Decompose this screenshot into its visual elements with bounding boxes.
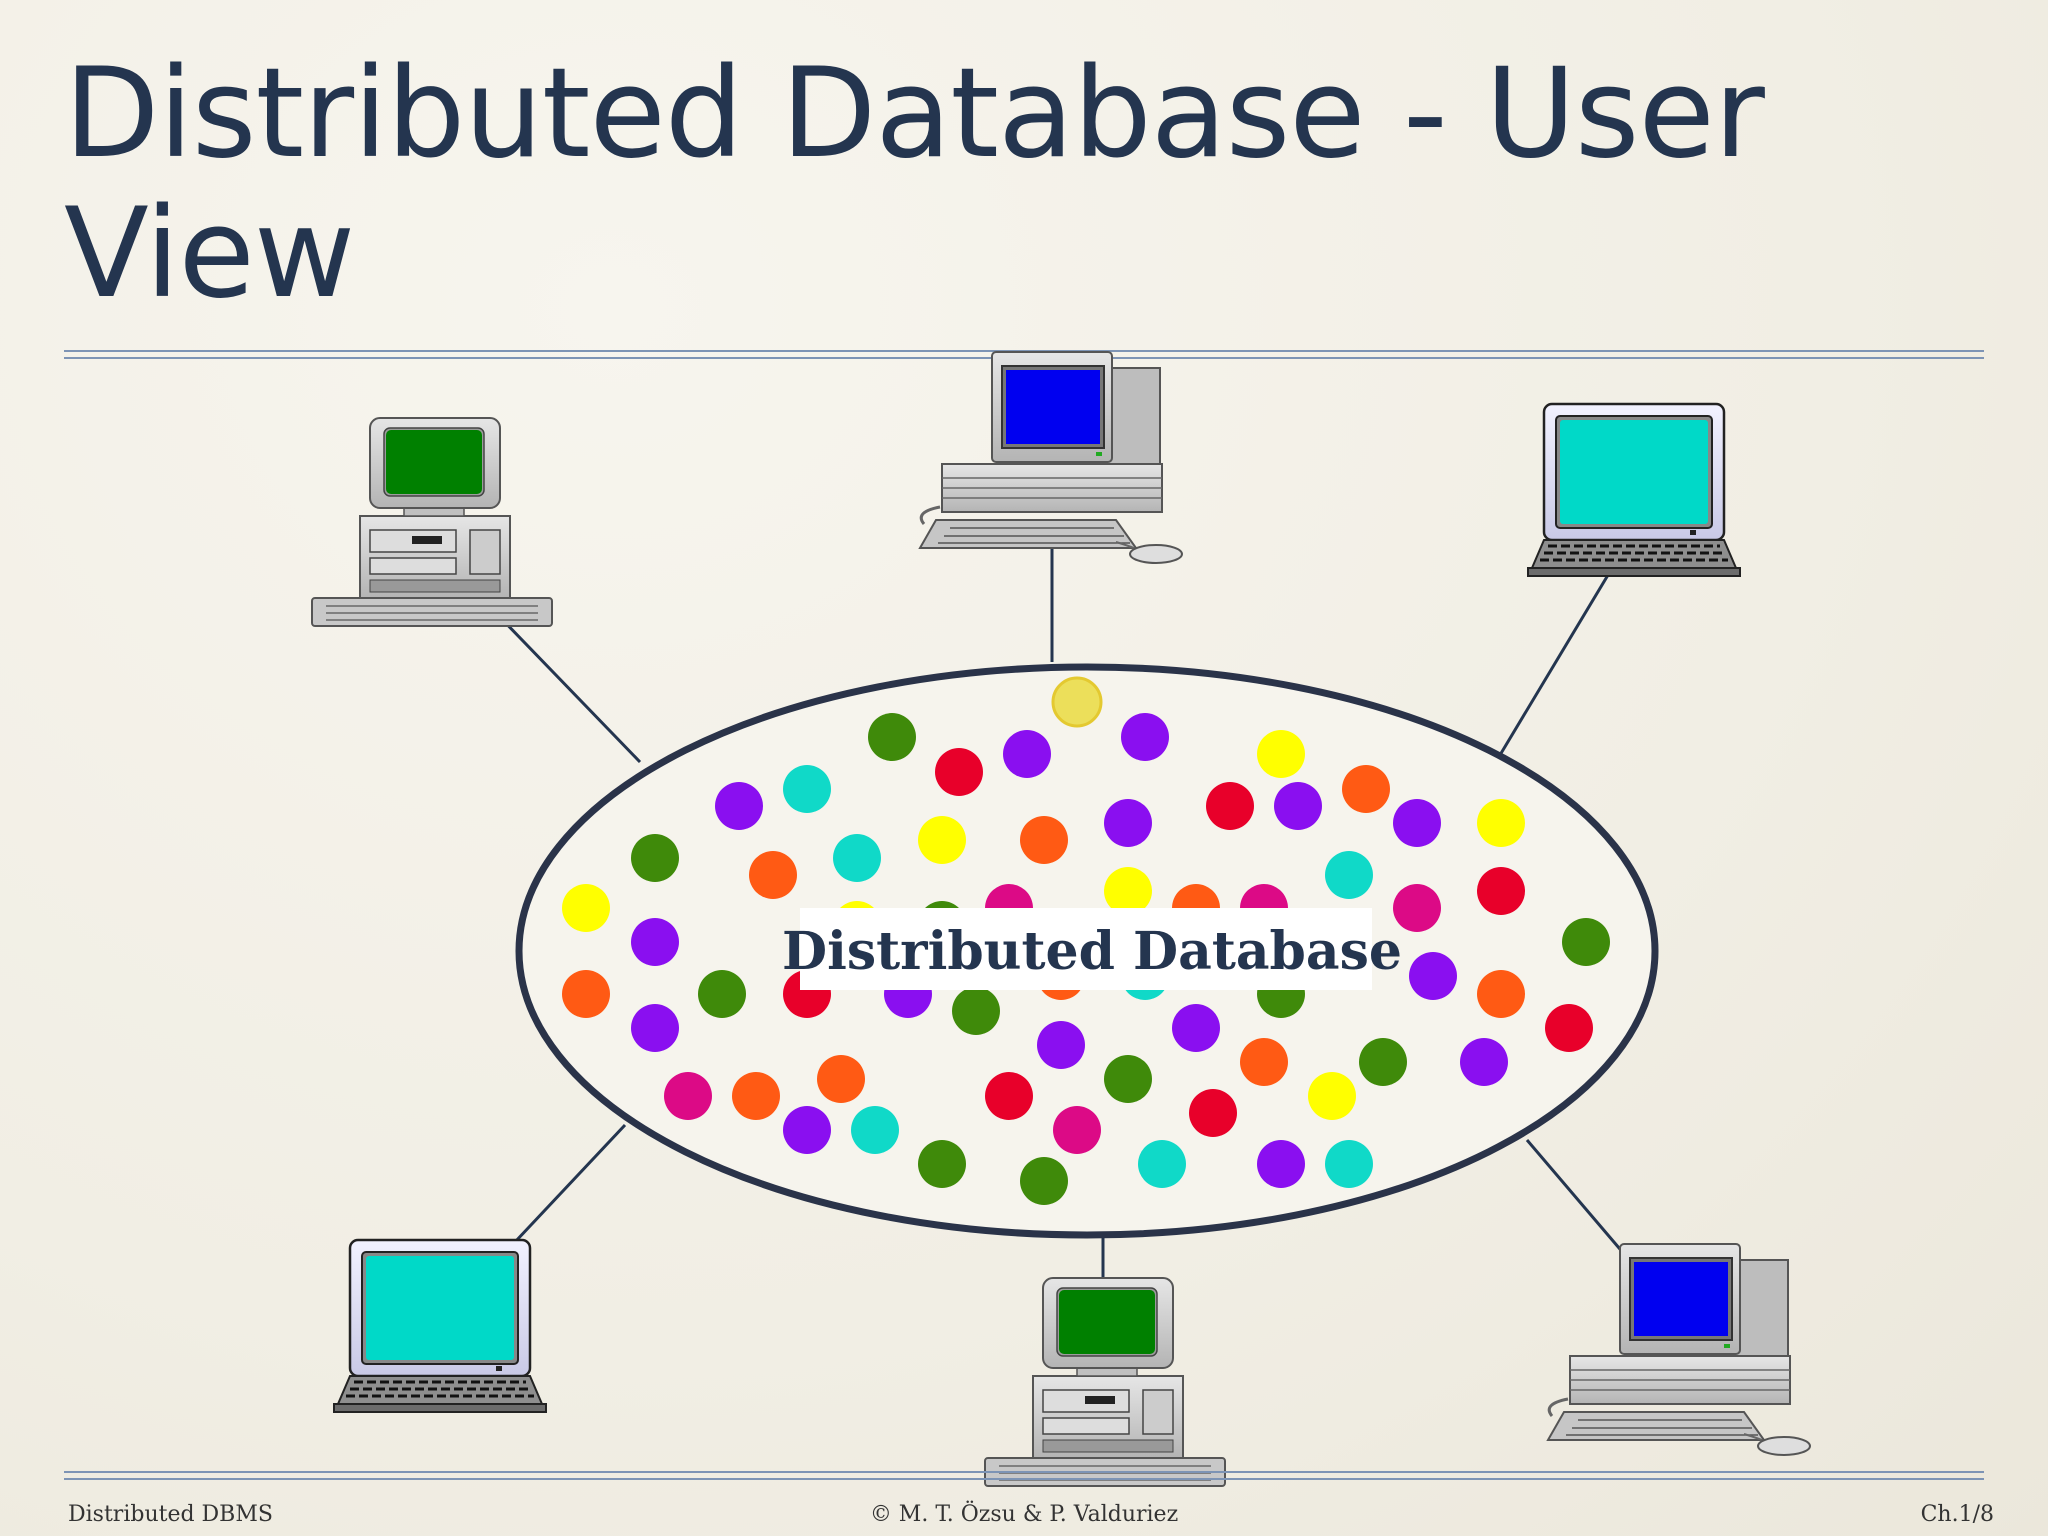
data-dot — [918, 816, 966, 864]
data-dot — [1477, 799, 1525, 847]
footer-page-number: Ch.1/8 — [1920, 1502, 1994, 1527]
computer-bottom-left — [332, 1238, 548, 1414]
data-dot — [749, 851, 797, 899]
data-dot — [1325, 851, 1373, 899]
data-dot — [1037, 1021, 1085, 1069]
footer-copyright: © M. T. Özsu & P. Valduriez — [869, 1502, 1179, 1527]
data-dot — [783, 1106, 831, 1154]
slide-title: Distributed Database - User View — [64, 42, 1765, 326]
footer-rule — [64, 1471, 1984, 1473]
data-dot — [985, 1072, 1033, 1120]
data-dot — [732, 1072, 780, 1120]
data-dot — [783, 765, 831, 813]
data-dot — [1053, 1106, 1101, 1154]
computer-bottom-center — [984, 1277, 1226, 1487]
data-dot — [562, 970, 610, 1018]
link-top-right — [1498, 574, 1610, 756]
data-dot — [1121, 713, 1169, 761]
data-dot — [1460, 1038, 1508, 1086]
data-dot — [1308, 1072, 1356, 1120]
data-dot — [1274, 782, 1322, 830]
data-dot — [715, 782, 763, 830]
screen-blue — [1634, 1262, 1728, 1336]
data-dot — [1477, 867, 1525, 915]
data-dot — [1020, 816, 1068, 864]
data-dot — [1189, 1089, 1237, 1137]
data-dot — [918, 1140, 966, 1188]
center-label-backdrop — [800, 908, 1372, 990]
footer-course-name: Distributed DBMS — [68, 1502, 273, 1527]
data-dot — [868, 713, 916, 761]
screen-blue — [1006, 370, 1100, 444]
data-dot — [817, 1055, 865, 1103]
screen-cyan — [366, 1256, 514, 1360]
link-bottom-right — [1525, 1139, 1627, 1256]
footer-rule-secondary — [64, 1478, 1984, 1480]
data-dot — [1562, 918, 1610, 966]
screen-green — [386, 430, 482, 494]
data-dot — [1104, 799, 1152, 847]
screen-cyan — [1560, 420, 1708, 524]
data-dot — [1477, 970, 1525, 1018]
data-dot — [935, 748, 983, 796]
data-dot — [833, 834, 881, 882]
link-bottom-left — [513, 1123, 627, 1244]
network-links — [493, 544, 1627, 1280]
computer-top-left — [311, 417, 553, 627]
data-dot — [1359, 1038, 1407, 1086]
data-dot — [631, 918, 679, 966]
computer-top-right — [1526, 402, 1742, 578]
data-dot — [631, 834, 679, 882]
data-dot — [1172, 1004, 1220, 1052]
data-dot — [562, 884, 610, 932]
data-dot — [1206, 782, 1254, 830]
data-dot — [1104, 867, 1152, 915]
data-dot — [1257, 1140, 1305, 1188]
data-dot — [1325, 1140, 1373, 1188]
link-top-left — [493, 610, 642, 764]
data-dot — [1138, 1140, 1186, 1188]
data-dot — [664, 1072, 712, 1120]
data-dot — [698, 970, 746, 1018]
data-dot — [1409, 952, 1457, 1000]
computer-bottom-right — [1546, 1242, 1812, 1457]
data-dot — [952, 987, 1000, 1035]
data-dot — [1393, 884, 1441, 932]
data-dot — [631, 1004, 679, 1052]
data-dot — [1104, 1055, 1152, 1103]
data-dot — [1020, 1157, 1068, 1205]
data-dot — [1342, 765, 1390, 813]
data-dot — [851, 1106, 899, 1154]
data-dot — [1545, 1004, 1593, 1052]
computer-top-center — [918, 350, 1184, 565]
data-dot — [1003, 730, 1051, 778]
screen-green — [1059, 1290, 1155, 1354]
center-label: Distributed Database — [782, 921, 1402, 982]
data-dot — [1051, 676, 1103, 728]
data-dot — [1393, 799, 1441, 847]
data-dot — [1240, 1038, 1288, 1086]
data-dot — [1257, 730, 1305, 778]
